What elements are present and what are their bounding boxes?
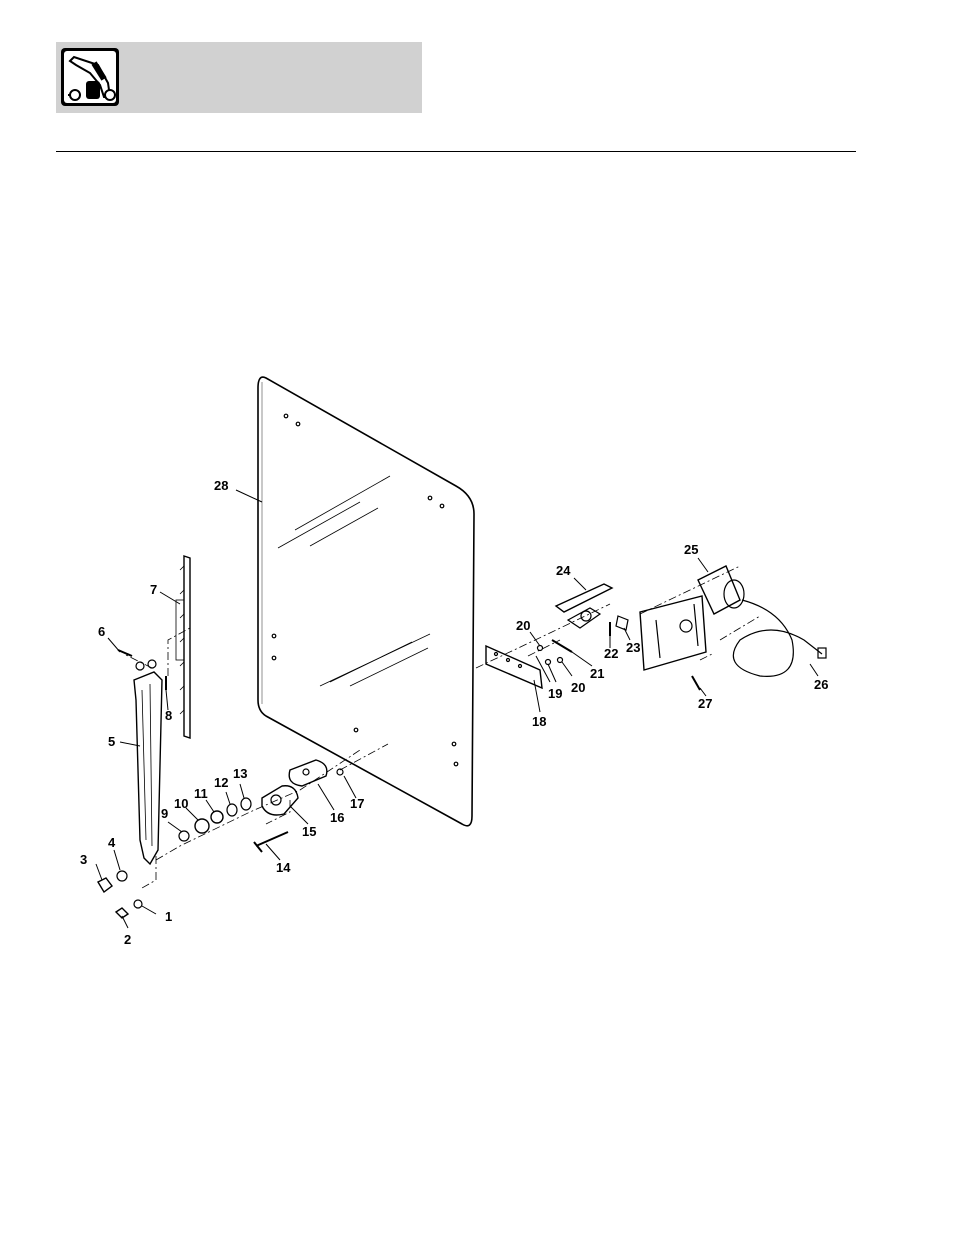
callout-20b: 20 <box>571 680 585 695</box>
callout-24: 24 <box>556 563 571 578</box>
callout-22: 22 <box>604 646 618 661</box>
callout-25: 25 <box>684 542 698 557</box>
callout-5: 5 <box>108 734 115 749</box>
part-24 <box>554 583 614 613</box>
callout-13: 13 <box>233 766 247 781</box>
part-2 <box>114 907 130 919</box>
callout-28: 28 <box>214 478 228 493</box>
callout-4: 4 <box>108 835 116 850</box>
part-20b <box>556 656 564 664</box>
part-6 <box>117 649 133 657</box>
wiper-arm <box>133 671 163 866</box>
part-1 <box>133 899 143 909</box>
part-27 <box>691 675 701 691</box>
part-13 <box>240 797 252 811</box>
motor-mount-plate <box>639 595 707 671</box>
part-9 <box>178 830 190 842</box>
header-rule <box>56 151 856 152</box>
part-19 <box>544 658 552 666</box>
callout-18: 18 <box>532 714 546 729</box>
callout-7: 7 <box>150 582 157 597</box>
callout-14: 14 <box>276 860 291 875</box>
callout-21: 21 <box>590 666 604 681</box>
part-10 <box>194 818 210 834</box>
callout-27: 27 <box>698 696 712 711</box>
wiper-blade <box>183 555 191 739</box>
window-glass <box>257 376 475 827</box>
callout-9: 9 <box>161 806 168 821</box>
callout-1: 1 <box>165 909 172 924</box>
callout-3: 3 <box>80 852 87 867</box>
part-15 <box>261 785 299 816</box>
callout-6: 6 <box>98 624 105 639</box>
callout-26: 26 <box>814 677 828 692</box>
callout-2: 2 <box>124 932 131 947</box>
part-4 <box>116 870 128 882</box>
part-23 <box>615 615 629 631</box>
part-26 <box>732 599 823 677</box>
callout-17: 17 <box>350 796 364 811</box>
callout-23: 23 <box>626 640 640 655</box>
part-21 <box>551 639 573 653</box>
callout-15: 15 <box>302 824 316 839</box>
part-17 <box>336 768 344 776</box>
callout-8: 8 <box>165 708 172 723</box>
callout-20a: 20 <box>516 618 530 633</box>
part-18 <box>485 644 543 690</box>
part-25 <box>697 565 741 615</box>
callout-19: 19 <box>548 686 562 701</box>
part-3 <box>97 877 113 894</box>
part-16 <box>288 759 328 787</box>
callout-10: 10 <box>174 796 188 811</box>
skid-steer-loader-icon <box>61 48 119 106</box>
callout-16: 16 <box>330 810 344 825</box>
callout-11: 11 <box>194 786 208 801</box>
callout-12: 12 <box>214 775 228 790</box>
part-11 <box>210 810 224 824</box>
part-20a <box>536 644 544 652</box>
part-12 <box>226 803 238 817</box>
part-14 <box>253 831 289 853</box>
